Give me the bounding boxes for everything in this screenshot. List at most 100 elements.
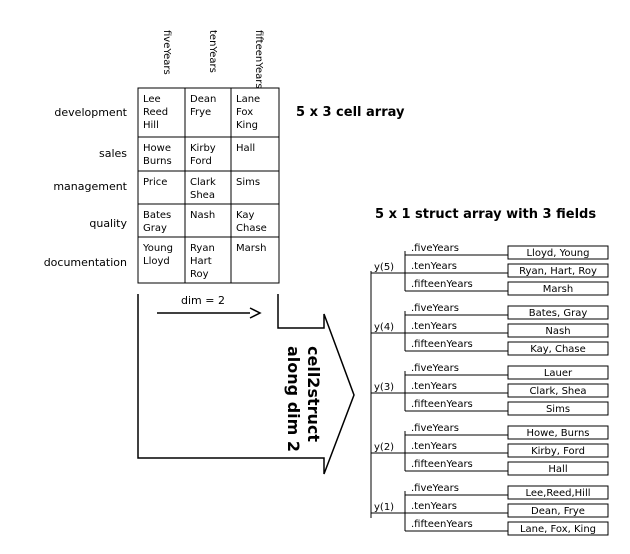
struct-element-label: y(2) bbox=[374, 442, 394, 453]
field-value-box bbox=[507, 461, 609, 476]
field-value: Lauer bbox=[544, 368, 573, 379]
cell-name: Frye bbox=[190, 107, 211, 118]
field-value-box bbox=[507, 341, 609, 356]
cell-name: Ryan bbox=[190, 243, 215, 254]
field-value: Hall bbox=[548, 464, 567, 475]
field-name: .fiveYears bbox=[411, 243, 459, 254]
cell-name: Dean bbox=[190, 94, 216, 105]
field-name: .tenYears bbox=[411, 501, 457, 512]
field-name: .tenYears bbox=[411, 321, 457, 332]
struct-element-label: y(4) bbox=[374, 322, 394, 333]
field-value: Bates, Gray bbox=[529, 308, 588, 319]
cell-name: Burns bbox=[143, 156, 172, 167]
dim-label: dim = 2 bbox=[181, 294, 225, 307]
field-value: Kay, Chase bbox=[530, 344, 586, 355]
column-header: tenYears bbox=[207, 30, 218, 73]
field-value: Kirby, Ford bbox=[531, 446, 585, 457]
row-label: quality bbox=[89, 217, 127, 230]
struct-tree: y(5) .fiveYears Lloyd, Young .tenYears Ryan,… bbox=[371, 243, 609, 536]
cell-name: Chase bbox=[236, 223, 267, 234]
struct-array-title: 5 x 1 struct array with 3 fields bbox=[375, 207, 596, 222]
field-value-box bbox=[507, 263, 609, 278]
struct-element: y(4) .fiveYears Bates, Gray .tenYears Nash .f… bbox=[371, 303, 609, 356]
field-name: .fifteenYears bbox=[411, 279, 473, 290]
cell-array-label: 5 x 3 cell array bbox=[296, 105, 405, 120]
cell-name: Lee bbox=[143, 94, 161, 105]
field-value: Howe, Burns bbox=[526, 428, 589, 439]
field-value: Lee,Reed,Hill bbox=[525, 488, 590, 499]
field-value: Marsh bbox=[543, 284, 573, 295]
table-grid bbox=[138, 88, 279, 283]
cell-name: Ford bbox=[190, 156, 212, 167]
cell-name: Hart bbox=[190, 256, 212, 267]
field-name: .tenYears bbox=[411, 261, 457, 272]
field-value-box bbox=[507, 521, 609, 536]
cell-name: Lane bbox=[236, 94, 260, 105]
cell-name: Marsh bbox=[236, 243, 266, 254]
field-name: .fiveYears bbox=[411, 423, 459, 434]
struct-element-label: y(3) bbox=[374, 382, 394, 393]
field-value-box bbox=[507, 323, 609, 338]
field-name: .fifteenYears bbox=[411, 339, 473, 350]
field-name: .fifteenYears bbox=[411, 399, 473, 410]
row-labels: development sales management quality documen… bbox=[44, 106, 128, 269]
field-value-box bbox=[507, 383, 609, 398]
cell-name: Gray bbox=[143, 223, 167, 234]
field-value-box bbox=[507, 425, 609, 440]
column-header: fiveYears bbox=[161, 30, 172, 75]
cell-name: Hill bbox=[143, 120, 159, 131]
field-value-box bbox=[507, 401, 609, 416]
field-name: .fiveYears bbox=[411, 303, 459, 314]
column-headers: fiveYears tenYears fifteenYears bbox=[161, 30, 264, 89]
along-dim-label: along dim 2 bbox=[284, 346, 303, 452]
column-header: fifteenYears bbox=[253, 30, 264, 89]
field-name: .fifteenYears bbox=[411, 519, 473, 530]
field-value-box bbox=[507, 305, 609, 320]
field-value-box bbox=[507, 485, 609, 500]
struct-element-label: y(1) bbox=[374, 502, 394, 513]
cell-name: Shea bbox=[190, 190, 215, 201]
dim-arrow bbox=[157, 307, 262, 319]
cell2struct-arrow bbox=[137, 294, 355, 475]
struct-element-label: y(5) bbox=[374, 262, 394, 273]
field-name: .fiveYears bbox=[411, 483, 459, 494]
field-name: .tenYears bbox=[411, 381, 457, 392]
cell-name: Kirby bbox=[190, 143, 216, 154]
table-cells: LeeReedHillDeanFryeLaneFoxKingHoweBurnsK… bbox=[142, 94, 267, 280]
cell-name: Fox bbox=[236, 107, 253, 118]
struct-element: y(2) .fiveYears Howe, Burns .tenYears Kirby,… bbox=[371, 423, 609, 476]
row-label: management bbox=[53, 180, 127, 193]
field-value: Dean, Frye bbox=[531, 506, 585, 517]
cell-name: Roy bbox=[190, 269, 209, 280]
field-value: Clark, Shea bbox=[529, 386, 586, 397]
field-value-box bbox=[507, 443, 609, 458]
cell-array-table: LeeReedHillDeanFryeLaneFoxKingHoweBurnsK… bbox=[137, 87, 280, 284]
field-value: Lloyd, Young bbox=[526, 248, 589, 259]
cell-name: Hall bbox=[236, 143, 255, 154]
cell-name: Kay bbox=[236, 210, 255, 221]
field-value: Nash bbox=[545, 326, 570, 337]
field-value-box bbox=[507, 281, 609, 296]
field-value: Ryan, Hart, Roy bbox=[519, 266, 597, 277]
row-label: documentation bbox=[44, 256, 127, 269]
cell-name: Lloyd bbox=[143, 256, 170, 267]
struct-element: y(5) .fiveYears Lloyd, Young .tenYears Ryan,… bbox=[371, 243, 609, 296]
field-value-box bbox=[507, 503, 609, 518]
field-name: .tenYears bbox=[411, 441, 457, 452]
cell-name: Nash bbox=[190, 210, 215, 221]
cell-name: Reed bbox=[143, 107, 168, 118]
field-value-box bbox=[507, 365, 609, 380]
field-name: .fifteenYears bbox=[411, 459, 473, 470]
table-outline bbox=[137, 87, 280, 284]
cell-name: Clark bbox=[190, 177, 216, 188]
cell-name: Sims bbox=[236, 177, 260, 188]
cell-name: Bates bbox=[143, 210, 171, 221]
row-label: sales bbox=[99, 147, 127, 160]
cell-name: King bbox=[236, 120, 258, 131]
cell2struct-label: cell2struct bbox=[304, 346, 323, 442]
row-label: development bbox=[54, 106, 127, 119]
cell-name: Price bbox=[143, 177, 167, 188]
